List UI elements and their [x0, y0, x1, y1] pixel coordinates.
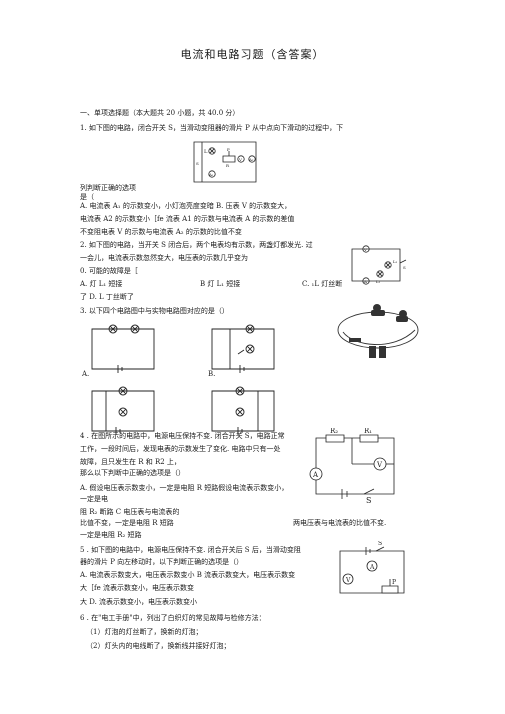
q4-option-b-right: 两电压表与电流表的比值不变.	[293, 519, 387, 527]
q1-label-v: V	[238, 157, 242, 162]
q4-option-b: 阻 R₂ 断路 C 电压表与电流表的	[80, 508, 180, 516]
q2-option-d: 了 D. L 丁丝断了	[80, 293, 134, 301]
q3-label-b: B.	[208, 370, 215, 378]
page-title: 电流和电路习题（含答案）	[180, 48, 325, 61]
q2-stem3: 0. 可能的故障是［	[80, 267, 138, 275]
q6-stem: 6 . 在"电工手册"中，列出了白织灯的常见故障与检修方法：	[80, 614, 266, 622]
q4-circuit-figure: R₂ R₁ V A S	[302, 428, 407, 503]
q3-label-a: A.	[81, 370, 89, 378]
q4-label-r1: R₁	[364, 428, 372, 435]
section-header: 一、单项选择题（本大题共 20 小题，共 40.0 分）	[80, 109, 240, 117]
q1-label-p: P	[227, 147, 230, 152]
q2-option-a: A. 灯 L₁ 短接	[80, 280, 123, 288]
q5-option-a: A. 电流表示数变大，电压表示数变小 B 流表示数变大，电压表示数变	[80, 571, 296, 579]
q1-circuit-figure: L A₁ P R V A₂ S	[190, 139, 262, 185]
q4-option-a-cont: 一定是电	[80, 495, 108, 503]
q2-stem: 2. 如下图的电路，当开关 S 闭合后，两个电表均有示数，两盏灯都发光. 过	[80, 241, 313, 249]
q2-option-b: B 灯 L₁ 短接	[200, 280, 241, 288]
q1-label-r: R	[226, 163, 230, 168]
q4-option-d: 一定是电阻 R₂ 短路	[80, 531, 142, 539]
q4-label-s: S	[366, 496, 371, 503]
q2-label-l2: L₂	[393, 259, 398, 264]
q2-label-v: V	[363, 247, 367, 252]
q1-label-l: L	[204, 149, 208, 155]
q2-label-l1: L₁	[376, 279, 381, 284]
q5-stem: 5 . 如下图的电路中，电源电压保持不变. 闭合开关后 S 后，当滑动变阻	[80, 546, 301, 554]
q4-option-b-cont: 比值不变，一定是电阻 R 短路	[80, 519, 174, 527]
q1-stem-cont2: 是（	[80, 193, 94, 201]
q1-stem: 1. 如下图的电路，闭合开关 S，当滑动变阻器的滑片 P 从中点向下滑动的过程中…	[80, 124, 344, 132]
q3-physical-circuit-photo	[333, 304, 423, 358]
q5-stem2: 器的滑片 P 向左移动时，以下判断正确的选项是（）	[80, 558, 244, 566]
q5-label-s: S	[378, 541, 382, 547]
q2-label-s: S	[403, 265, 406, 270]
q1-label-a2: A₂	[248, 157, 254, 162]
q3-stem: 3. 以下四个电路图中与实物电路图对应的是（）	[80, 307, 229, 315]
q6-item-2: （2）灯头内的电线断了，换新线并接好灯泡；	[86, 642, 231, 650]
q1-option-c: 不变阻电表 V 的示数与电流表 A₂ 的示数的比值不变	[80, 228, 242, 236]
q4-label-v: V	[376, 461, 383, 469]
q4-option-a: A. 假设电压表示数变小，一定是电阻 R 短路假设电流表示数变小，	[80, 484, 289, 492]
q1-label-s: S	[196, 161, 199, 166]
q2-option-c: C. ₁L 灯丝断	[302, 280, 343, 288]
q4-stem2: 工作，一段时间后，发现电表的示数发生了变化. 电路中只有一处	[80, 445, 281, 453]
q1-label-a1: A₁	[208, 172, 214, 177]
q5-label-a: A	[369, 564, 375, 571]
q5-circuit-figure: S A V P	[332, 541, 412, 599]
q2-stem2: 一会儿，电流表示数忽然变大，电压表的示数几乎变为	[80, 254, 248, 262]
q1-stem-cont: 列判断正确的选项	[80, 184, 136, 192]
q4-stem3: 故障，且只发生在 R 和 R2 上，	[80, 458, 181, 466]
q4-label-r2: R₂	[330, 428, 338, 435]
q1-option-a: A. 电流表 A₁ 的示数变小，小灯泡亮度变暗 B. 压表 V 的示数变大，	[80, 202, 292, 210]
q4-stem4: 那么以下判断中正确的选项是（）	[80, 469, 185, 477]
q2-circuit-figure: V A L₁ L₂ S	[348, 243, 410, 287]
q2-label-a: A	[363, 279, 367, 284]
q1-option-b: 电流表 A2 的示数变小［fe 流表 A1 的示数与电流表 A 的示数的差值	[80, 215, 295, 223]
q5-option-b: 大［fe 流表示数变小，电压表示数变	[80, 584, 194, 592]
q5-label-v: V	[345, 577, 351, 584]
q5-option-c: 大 D. 流表示数变小，电压表示数变小	[80, 598, 198, 606]
q4-label-a: A	[312, 471, 319, 479]
q6-item-1: （1）灯泡的灯丝断了，换新的灯泡；	[86, 628, 203, 636]
q3-circuit-options: A. B.	[81, 316, 285, 441]
q4-stem: 4 . 在图所示的电路中，电源电压保持不变. 闭合开关 S，电路正常	[80, 432, 285, 440]
q5-label-p: P	[392, 579, 396, 586]
